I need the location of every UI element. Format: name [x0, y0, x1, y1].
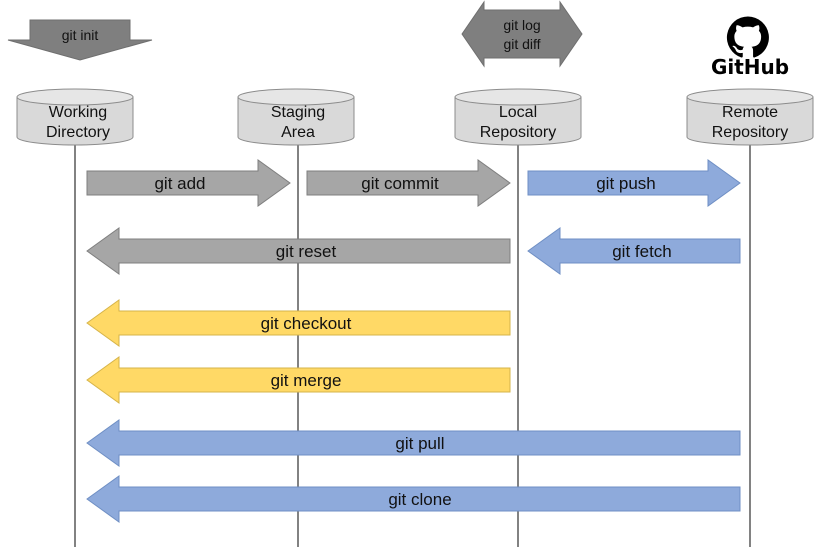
git-pull-label: git pull [395, 434, 444, 453]
cylinder-staging-top [237, 88, 355, 106]
git-diff-label: git diff [503, 36, 540, 52]
working-label-line2: Directory [46, 124, 110, 141]
git-merge-arrow: git merge [86, 356, 511, 404]
git-init-arrow-shape [7, 19, 153, 61]
local-label-line2: Repository [480, 124, 556, 141]
git-push-label: git push [596, 174, 656, 193]
location-working-directory: Working Directory [16, 88, 134, 146]
lifelines [74, 140, 751, 547]
git-reset-label: git reset [276, 242, 337, 261]
git-reset-arrow-shape [86, 227, 511, 275]
git-merge-label: git merge [271, 371, 342, 390]
git-init-label: git init [62, 27, 99, 43]
cylinder-remote-body [686, 96, 814, 146]
git-log-diff-arrow-shape [461, 0, 583, 68]
git-add-arrow-shape [86, 159, 291, 207]
staging-label-line2: Area [281, 124, 315, 141]
remote-label-line1: Remote [722, 104, 778, 121]
git-init-arrow: git init [7, 19, 153, 61]
github-logo-text: GitHub [711, 55, 789, 79]
github-octocat-icon [726, 16, 769, 58]
local-label-line1: Local [499, 104, 537, 121]
git-fetch-arrow-shape [527, 227, 741, 275]
git-push-arrow-shape [527, 159, 741, 207]
git-clone-arrow-shape [86, 475, 741, 523]
cylinder-local-body [454, 96, 582, 146]
git-fetch-arrow: git fetch [527, 227, 741, 275]
git-clone-label: git clone [388, 490, 451, 509]
git-log-label: git log [503, 17, 540, 33]
cylinder-staging-body [237, 96, 355, 146]
github-logo: GitHub [711, 16, 789, 79]
git-reset-arrow: git reset [86, 227, 511, 275]
cylinder-working-body [16, 96, 134, 146]
git-merge-arrow-shape [86, 356, 511, 404]
location-local-repository: Local Repository [454, 88, 582, 146]
location-staging-area: Staging Area [237, 88, 355, 146]
git-commit-arrow-shape [306, 159, 511, 207]
git-pull-arrow-shape [86, 419, 741, 467]
location-remote-repository: Remote Repository [686, 88, 814, 146]
cylinder-local-top [454, 88, 582, 106]
git-push-arrow: git push [527, 159, 741, 207]
working-label-line1: Working [49, 104, 107, 121]
cylinder-working-top [16, 88, 134, 106]
remote-label-line2: Repository [712, 124, 788, 141]
git-checkout-arrow-shape [86, 299, 511, 347]
git-commit-label: git commit [361, 174, 439, 193]
git-log-diff-arrow: git log git diff [461, 0, 583, 68]
git-pull-arrow: git pull [86, 419, 741, 467]
cylinder-remote-top [686, 88, 814, 106]
git-clone-arrow: git clone [86, 475, 741, 523]
git-checkout-arrow: git checkout [86, 299, 511, 347]
git-commit-arrow: git commit [306, 159, 511, 207]
git-add-label: git add [154, 174, 205, 193]
git-fetch-label: git fetch [612, 242, 672, 261]
git-add-arrow: git add [86, 159, 291, 207]
staging-label-line1: Staging [271, 104, 325, 121]
git-checkout-label: git checkout [261, 314, 352, 333]
